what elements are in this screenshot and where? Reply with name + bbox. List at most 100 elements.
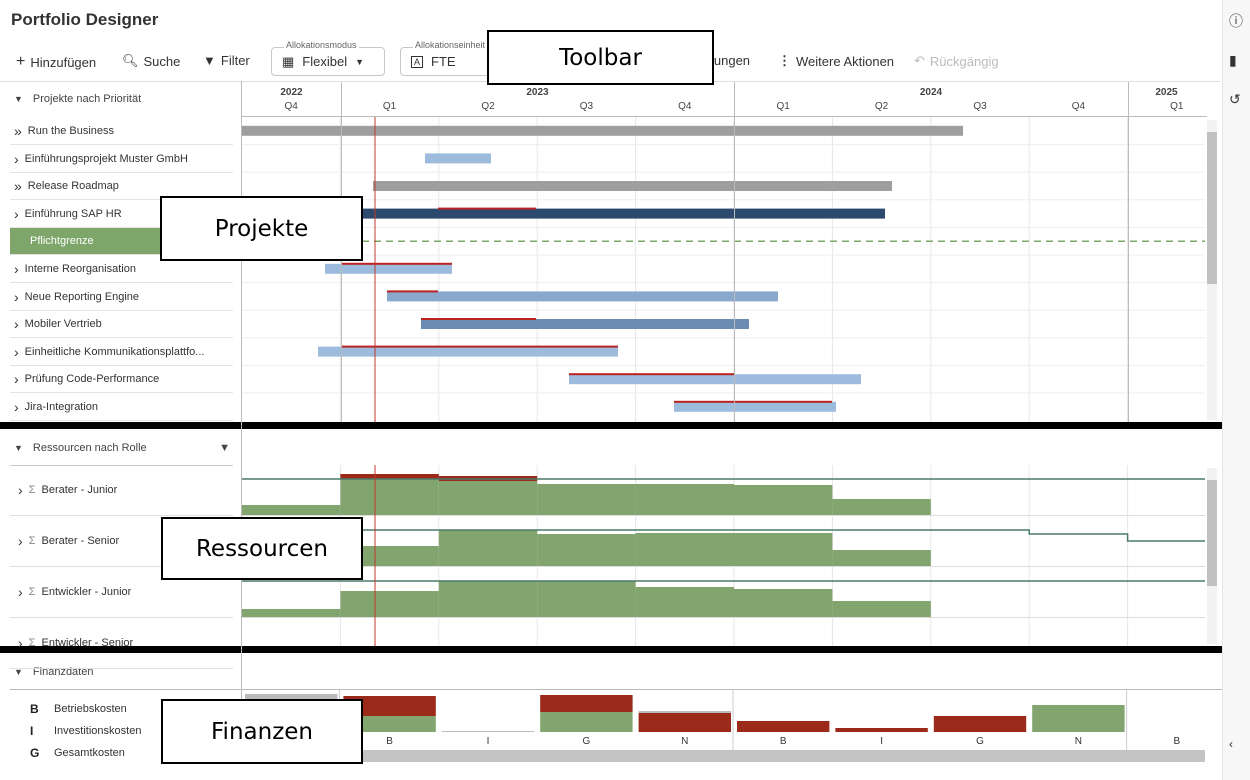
project-bar: [425, 153, 491, 164]
allocation-mode-select[interactable]: Allokationsmodus ▦Flexibel▼: [271, 40, 385, 76]
undo-button[interactable]: ↶Rückgängig: [914, 53, 999, 69]
overallocation-marker: [421, 318, 536, 320]
capacity-bar: [734, 533, 833, 566]
filter-icon[interactable]: ▼: [219, 442, 230, 454]
double-chevron-icon[interactable]: »: [14, 123, 22, 139]
projects-resize-handle[interactable]: [0, 422, 1222, 429]
comments-icon[interactable]: ▮: [1229, 52, 1237, 68]
finance-column-label: B: [1173, 736, 1181, 747]
finance-bar-green: [343, 716, 436, 732]
project-row[interactable]: › Einführungsprojekt Muster GmbH: [10, 146, 233, 173]
resource-name: Entwickler - Junior: [41, 586, 132, 598]
capacity-bar: [537, 581, 636, 617]
chevron-right-icon[interactable]: ›: [18, 584, 23, 600]
info-icon[interactable]: ⓘ: [1229, 13, 1243, 29]
double-chevron-icon[interactable]: »: [14, 178, 22, 195]
divider: [10, 689, 1222, 690]
resources-resize-handle[interactable]: [0, 646, 1222, 653]
chevron-right-icon[interactable]: ›: [14, 150, 19, 167]
quarter-label: Q4: [284, 101, 298, 112]
chevron-right-icon[interactable]: ›: [18, 635, 23, 651]
project-bar: [387, 291, 778, 302]
undo-label: Rückgängig: [929, 53, 999, 69]
project-row[interactable]: ›Mobiler Vertrieb: [10, 311, 233, 339]
allocation-mode-label: Allokationsmodus: [284, 40, 359, 50]
legend-key: I: [30, 724, 34, 738]
project-bar: [373, 181, 892, 191]
chevron-right-icon[interactable]: ›: [14, 316, 19, 333]
horizontal-scrollbar[interactable]: [242, 750, 1205, 762]
filter-button[interactable]: ▼Filter: [203, 53, 250, 68]
add-button[interactable]: +Hinzufügen: [16, 53, 96, 71]
finance-column-label: B: [386, 736, 393, 747]
project-name: Pflichtgrenze: [30, 235, 94, 248]
projects-header[interactable]: ▼Projekte nach Priorität: [14, 93, 141, 105]
allocation-mode-value: Flexibel: [302, 54, 348, 69]
overallocation-marker: [387, 290, 438, 293]
capacity-line: [242, 529, 1205, 542]
finance-column-label: G: [976, 736, 984, 747]
unit-icon: A: [411, 55, 424, 68]
chevron-right-icon[interactable]: ›: [14, 288, 19, 305]
search-icon: 🔍︎: [122, 53, 139, 68]
search-button[interactable]: 🔍︎Suche: [122, 53, 180, 69]
finance-bar-red: [343, 696, 436, 716]
resource-row[interactable]: › Σ Entwickler - Junior: [10, 567, 233, 618]
collapse-chevron-icon[interactable]: ‹: [1229, 737, 1233, 751]
annotation-projects: Projekte: [160, 196, 363, 261]
sum-person-icon: Σ: [28, 586, 36, 598]
chevron-right-icon[interactable]: ›: [14, 261, 19, 277]
right-sidebar: [1222, 0, 1250, 780]
year-label: 2025: [1155, 87, 1178, 98]
project-row[interactable]: ›Neue Reporting Engine: [10, 284, 233, 311]
finance-bar: [441, 731, 535, 732]
capacity-bar: [340, 479, 439, 515]
project-bar: [325, 263, 452, 274]
chevron-right-icon[interactable]: ›: [14, 205, 19, 222]
sum-person-icon: Σ: [28, 484, 36, 496]
finance-header[interactable]: ▼Finanzdaten: [14, 666, 93, 678]
settings-button[interactable]: lungen: [711, 53, 750, 68]
chevron-right-icon[interactable]: ›: [18, 482, 23, 498]
annotation-toolbar: Toolbar: [487, 30, 714, 85]
project-row[interactable]: ›Einführung SAP HR: [10, 201, 233, 228]
project-name: Prüfung Code-Performance: [24, 373, 160, 386]
more-vert-icon: ⋮: [778, 53, 791, 68]
chevron-right-icon[interactable]: ›: [14, 399, 19, 415]
project-row[interactable]: »Release Roadmap: [10, 173, 233, 201]
finance-bar-red: [933, 716, 1027, 732]
grid-icon: ▦: [282, 53, 295, 69]
chevron-right-icon[interactable]: ›: [14, 371, 19, 388]
quarter-label: Q4: [678, 101, 692, 112]
resources-scrollbar[interactable]: [1207, 468, 1217, 644]
chevron-right-icon[interactable]: ›: [18, 533, 23, 549]
capacity-bar: [340, 546, 439, 566]
project-row[interactable]: ›Einheitliche Kommunikationsplattfo...: [10, 339, 233, 366]
filter-icon: ▼: [203, 53, 216, 68]
collapse-triangle-icon: ▼: [14, 667, 23, 677]
project-row[interactable]: › Prüfung Code-Performance: [10, 366, 233, 394]
project-name: Einführungsprojekt Muster GmbH: [24, 152, 188, 165]
overallocation-marker: [438, 207, 536, 210]
projects-scrollbar[interactable]: [1207, 120, 1217, 420]
legend-label: Gesamtkosten: [54, 747, 125, 759]
year-label: 2024: [919, 87, 943, 98]
project-row[interactable]: ›Interne Reorganisation: [10, 256, 233, 283]
more-actions-button[interactable]: ⋮Weitere Aktionen: [778, 53, 894, 69]
resources-header[interactable]: ▼Ressourcen nach Rolle▼: [14, 442, 230, 454]
legend-label: Betriebskosten: [54, 703, 127, 715]
project-row[interactable]: ›Jira-Integration: [10, 394, 233, 421]
collapse-triangle-icon: ▼: [14, 443, 23, 453]
finance-column-label: B: [779, 736, 787, 747]
add-label: Hinzufügen: [30, 54, 97, 70]
project-row[interactable]: »Run the Business: [10, 118, 233, 145]
history-icon[interactable]: ↺: [1229, 91, 1241, 107]
chevron-right-icon[interactable]: ›: [14, 343, 19, 360]
